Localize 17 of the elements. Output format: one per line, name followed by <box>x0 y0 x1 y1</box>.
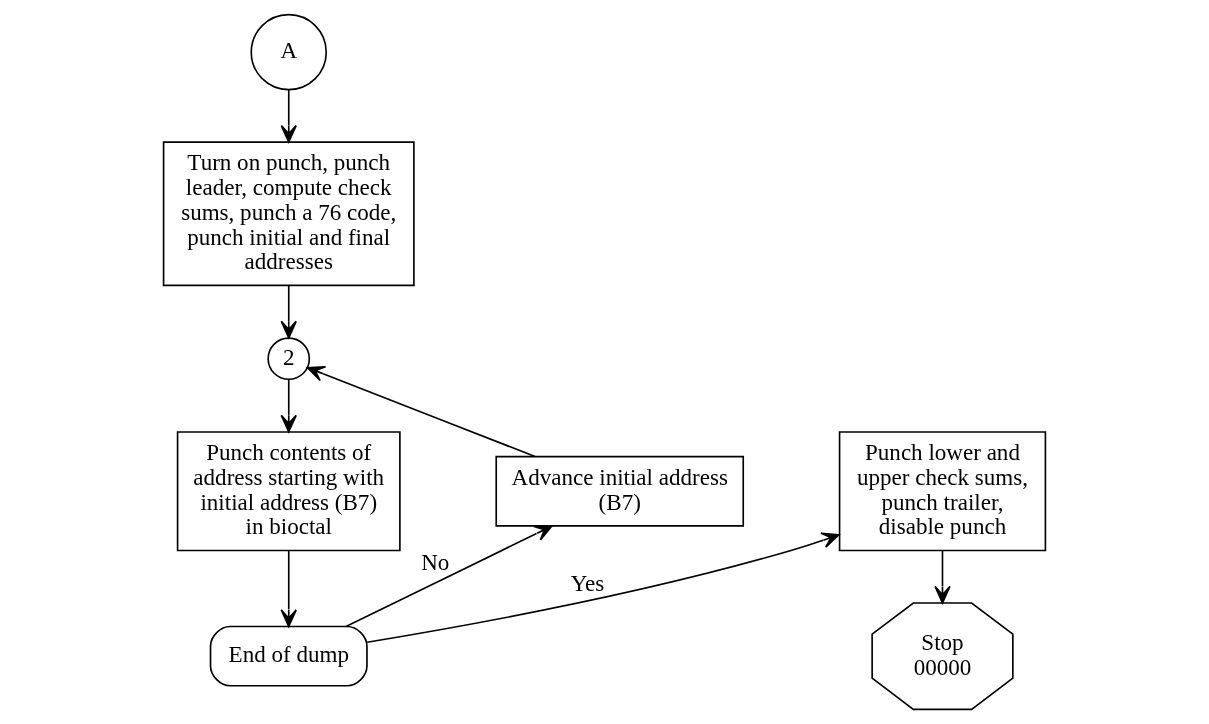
node-circle: A <box>250 13 328 91</box>
node-box: Punch lower and upper check sums, punch trailer, disable punch <box>838 431 1047 552</box>
node-circle: 2 <box>267 337 311 381</box>
node-box: End of dump <box>209 625 368 687</box>
edge-label: No <box>421 548 450 575</box>
arrow <box>366 532 840 644</box>
node-box: Turn on punch, punch leader, compute check sums, punch a 76 code, punch initial and final addresses <box>162 141 415 287</box>
edge-label: Yes <box>570 569 605 596</box>
arrow <box>280 88 297 143</box>
arrow <box>345 525 553 628</box>
arrow <box>280 285 297 339</box>
node-box: Punch contents of address starting with initial address (B7) in bioctal <box>176 431 401 552</box>
arrow <box>934 549 951 604</box>
arrow <box>306 365 536 458</box>
node-box: Advance initial address (B7) <box>495 455 745 527</box>
arrow <box>280 378 297 433</box>
arrow <box>280 549 297 628</box>
